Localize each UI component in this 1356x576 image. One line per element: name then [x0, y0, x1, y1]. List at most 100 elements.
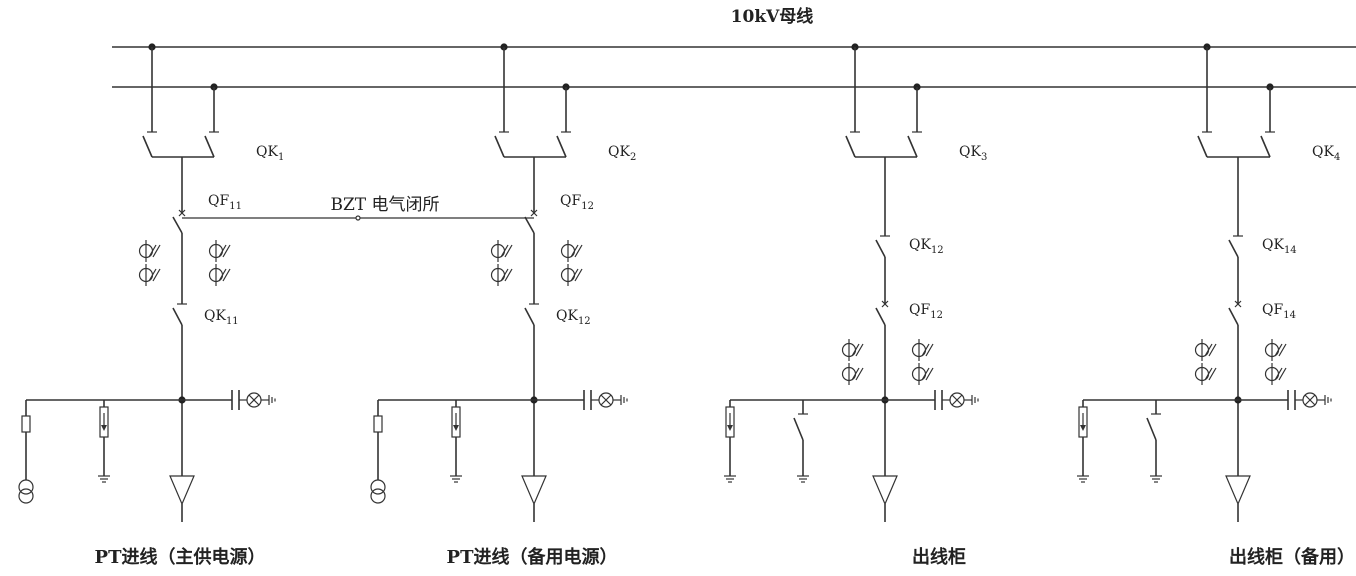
disconnector-blade	[172, 307, 183, 326]
surge-arrester-3	[725, 406, 735, 438]
vt-circle-bottom	[370, 488, 386, 504]
bus-switch-pair-4	[1197, 43, 1275, 158]
disconnector-3	[875, 235, 890, 258]
breaker-x-b	[1234, 300, 1242, 308]
ct-slash-b	[925, 367, 934, 381]
cable-triangle	[169, 475, 195, 506]
ct-left-4-b	[1194, 363, 1217, 385]
ct-left-2-a	[490, 240, 513, 262]
lamp-cross-b	[600, 394, 612, 406]
breaker-x-b	[530, 209, 538, 217]
earth-switch-ground-4	[1150, 475, 1162, 483]
ct-left-3-b	[841, 363, 864, 385]
breaker-4	[1228, 300, 1242, 326]
panels-layer: QK1QF11QK11PT进线（主供电源）QK2QF12QK12PT进线（备用电…	[18, 43, 1355, 568]
breaker-blade	[1228, 307, 1239, 326]
disconnector-blade	[1228, 239, 1239, 258]
panel-2-label-qk-sub-main: QK	[556, 308, 578, 324]
blade-right	[204, 135, 215, 158]
disconnector-blade	[875, 239, 886, 258]
lamp-cross-b	[1304, 394, 1316, 406]
panel-3-label-qk-sub: QK12	[909, 237, 944, 256]
live-indicator-1	[182, 390, 276, 410]
vt-circle-top	[18, 479, 34, 495]
vt-fuse	[373, 415, 383, 433]
ct-slash-a	[1204, 343, 1213, 357]
ct-slash-b	[855, 367, 864, 381]
blade-left	[494, 135, 505, 158]
panel-4-label-qk-sub-sub: 14	[1284, 245, 1297, 256]
blade-right	[1260, 135, 1271, 158]
panel-2-label-qk-main: QK2	[608, 144, 636, 163]
ct-right-3-b	[911, 363, 934, 385]
ct-slash-a	[570, 268, 579, 282]
surge-arrester-4	[1078, 406, 1088, 438]
panel-3-label-qf: QF12	[909, 302, 943, 321]
ct-slash-a	[1204, 367, 1213, 381]
panel-4-label-qk-sub: QK14	[1262, 237, 1297, 256]
ct-left-2-b	[490, 264, 513, 286]
bus-switch-pair-3	[845, 43, 922, 158]
ct-slash-b	[1278, 367, 1287, 381]
ct-slash-a	[218, 268, 227, 282]
panel-4-label-qk-main: QK4	[1312, 144, 1340, 163]
blade-right	[556, 135, 567, 158]
ct-slash-a	[921, 367, 930, 381]
disconnector-4	[1228, 235, 1243, 258]
ct-slash-b	[574, 244, 583, 258]
cable-end-3	[872, 475, 898, 522]
vt-circle-bottom	[18, 488, 34, 504]
panel-1-label-qf-main: QF	[208, 193, 229, 209]
arrester-arrow-head	[727, 425, 733, 431]
ct-slash-b	[855, 343, 864, 357]
ct-slash-b	[1208, 367, 1217, 381]
bus-switch-pair-2	[494, 43, 571, 158]
panel-2-bottom-label: PT进线（备用电源）	[447, 546, 618, 568]
earth-switch-blade	[1146, 417, 1157, 441]
ct-slash-a	[570, 244, 579, 258]
live-indicator-4	[1238, 390, 1332, 410]
breaker-3	[875, 300, 889, 326]
cable-end-2	[521, 475, 547, 522]
ct-slash-b	[1278, 343, 1287, 357]
breaker-x-b	[178, 209, 186, 217]
ct-slash-a	[148, 268, 157, 282]
cable-triangle	[1225, 475, 1251, 506]
cable-triangle	[521, 475, 547, 506]
panel-1-bottom-label: PT进线（主供电源）	[95, 546, 266, 568]
ground-3	[724, 475, 736, 483]
surge-arrester-2	[451, 406, 461, 438]
ct-right-1-a	[208, 240, 231, 262]
panel-4-label-qf: QF14	[1262, 302, 1296, 321]
ct-right-4-b	[1264, 363, 1287, 385]
panel-2-label-qf: QF12	[560, 193, 594, 212]
ct-left-4-a	[1194, 339, 1217, 361]
ct-slash-b	[222, 268, 231, 282]
blade-right	[907, 135, 918, 158]
busbar-title: 10kV母线	[731, 6, 814, 27]
ct-slash-b	[574, 268, 583, 282]
breaker-blade	[524, 216, 535, 234]
arrester-arrow-head	[101, 425, 107, 431]
panel-2-label-qf-main: QF	[560, 193, 581, 209]
live-indicator-3	[885, 390, 979, 410]
ct-slash-a	[1274, 343, 1283, 357]
panel-3-bottom-label: 出线柜	[912, 546, 966, 568]
ct-slash-b	[1208, 343, 1217, 357]
ground-4	[1077, 475, 1089, 483]
vt-fuse	[21, 415, 31, 433]
ct-left-1-a	[138, 240, 161, 262]
breaker-x-b	[881, 300, 889, 308]
panel-1-label-qk-sub-sub: 11	[226, 316, 239, 327]
ct-left-1-b	[138, 264, 161, 286]
arrester-arrow-head	[453, 425, 459, 431]
voltage-transformer-2	[370, 479, 386, 504]
vt-circle-top	[370, 479, 386, 495]
panel-1-label-qk-sub: QK11	[204, 308, 239, 327]
ct-left-3-a	[841, 339, 864, 361]
